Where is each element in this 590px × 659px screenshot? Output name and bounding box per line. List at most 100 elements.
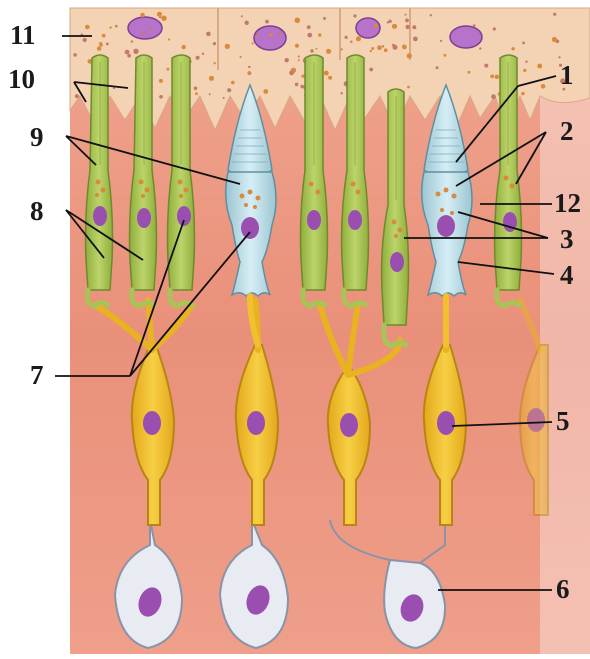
pigment-granule [345, 36, 348, 39]
pigment-granule [295, 18, 301, 24]
pigment-granule [248, 66, 250, 68]
label-5: 5 [556, 408, 570, 435]
pigment-granule [350, 41, 353, 44]
pigment-granule [161, 16, 166, 21]
pigment-granule [490, 75, 494, 79]
pigment-granule [298, 55, 300, 57]
pigment-granule [315, 48, 317, 50]
pigment-granule [85, 25, 90, 30]
pigment-granule [537, 64, 542, 69]
pigment-granule [377, 45, 382, 50]
label-4: 4 [560, 262, 574, 289]
pigment-granule [473, 24, 476, 27]
pigment-granule [295, 44, 299, 48]
pigment-granule [436, 66, 439, 69]
pigment-granule [241, 15, 243, 17]
pigment-granule [523, 69, 526, 72]
pigment-granule [374, 24, 378, 28]
pigment-granule [468, 71, 471, 74]
pigment-granule [206, 32, 211, 37]
pigment-granule [245, 21, 249, 25]
label-6: 6 [556, 576, 570, 603]
pigment-granule [102, 34, 106, 38]
pigment-granule [484, 64, 488, 68]
pigment-granule [444, 54, 447, 57]
pigment-nucleus [450, 26, 482, 48]
pigment-granule [131, 40, 133, 42]
pigment-granule [231, 81, 235, 85]
label-7: 7 [30, 362, 44, 389]
pigment-granule [252, 42, 254, 44]
pigment-granule [149, 27, 152, 30]
pigment-granule [295, 83, 299, 87]
pigment-granule [430, 14, 432, 16]
pigment-granule [159, 95, 163, 99]
pigment-granule [440, 40, 442, 42]
pigment-granule [301, 75, 304, 78]
pigment-granule [413, 37, 418, 42]
pigment-granule [298, 59, 300, 61]
pigment-granule [402, 45, 407, 50]
label-1: 1 [560, 62, 574, 89]
pigment-granule [159, 79, 163, 83]
pigment-granule [168, 38, 170, 40]
pigment-granule [384, 48, 388, 52]
pigment-granule [213, 42, 216, 45]
pigment-granule [167, 68, 170, 71]
pigment-granule [370, 50, 372, 52]
pigment-granule [369, 68, 373, 72]
label-12: 12 [554, 190, 581, 217]
pigment-granule [387, 21, 389, 23]
pigment-granule [493, 27, 496, 30]
pigment-granule [213, 62, 215, 64]
pigment-granule [125, 50, 130, 55]
pigment-granule [491, 94, 496, 99]
pigment-granule [341, 48, 343, 50]
pigment-granule [265, 20, 269, 24]
pigment-granule [382, 45, 384, 47]
pigment-granule [227, 88, 231, 92]
pigment-granule [97, 46, 101, 50]
pigment-granule [407, 53, 412, 58]
pigment-granule [323, 17, 326, 20]
pigment-granule [307, 33, 312, 38]
pigment-granule [240, 56, 242, 58]
pigment-granule [341, 92, 343, 94]
label-11: 11 [10, 22, 36, 49]
pigment-granule [405, 19, 409, 23]
pigment-granule [263, 89, 268, 94]
pigment-granule [140, 13, 145, 18]
pigment-granule [209, 76, 214, 81]
pigment-granule [133, 49, 138, 54]
pigment-granule [356, 36, 361, 41]
pigment-granule [285, 58, 289, 62]
pigment-granule [479, 47, 481, 49]
pigment-granule [541, 84, 546, 89]
pigment-granule [310, 49, 313, 52]
pigment-granule [511, 47, 514, 50]
pigment-granule [195, 92, 198, 95]
pigment-granule [196, 56, 200, 60]
pigment-granule [525, 61, 527, 63]
pigment-nucleus [254, 26, 286, 50]
pigment-granule [552, 37, 557, 42]
label-10: 10 [8, 66, 35, 93]
pigment-granule [256, 34, 259, 37]
pigment-granule [289, 71, 294, 76]
pigment-granule [83, 38, 87, 42]
pigment-granule [392, 24, 397, 29]
pigment-granule [142, 31, 146, 35]
pigment-granule [393, 45, 398, 50]
pigment-granule [405, 14, 407, 16]
pigment-granule [328, 76, 332, 80]
pigment-granule [106, 43, 109, 46]
pigment-granule [522, 42, 525, 45]
label-9: 9 [30, 124, 44, 151]
pigment-granule [326, 49, 331, 54]
label-2: 2 [560, 118, 574, 145]
pigment-granule [278, 31, 281, 34]
pigment-granule [353, 14, 356, 17]
pigment-granule [406, 25, 410, 29]
pigment-granule [247, 71, 251, 75]
